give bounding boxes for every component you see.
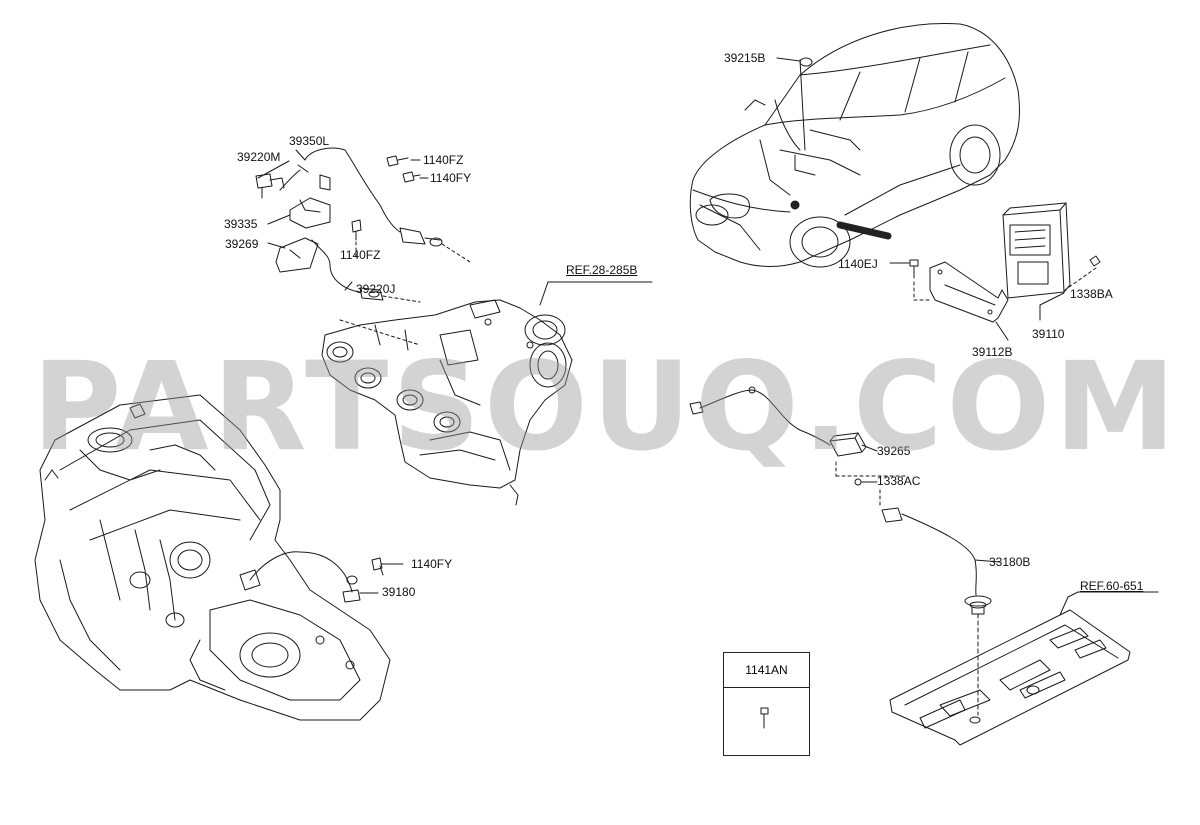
part-label-39215B[interactable]: 39215B — [724, 51, 766, 65]
legend-code: 1141AN — [724, 653, 809, 688]
part-label-39110[interactable]: 39110 — [1032, 327, 1065, 341]
ecu-module — [1002, 202, 1071, 299]
vehicle-illustration — [689, 23, 1020, 268]
sensor-39220J — [311, 239, 421, 303]
legend-box-1141AN[interactable]: 1141AN — [723, 652, 810, 756]
part-label-39265[interactable]: 39265 — [877, 444, 911, 458]
part-label-39220M[interactable]: 39220M — [237, 150, 281, 164]
legend-bolt-icon — [760, 707, 769, 729]
part-label-1140FY-upper[interactable]: 1140FY — [430, 171, 472, 185]
part-label-39335[interactable]: 39335 — [224, 217, 258, 231]
part-label-39112B[interactable]: 39112B — [972, 345, 1013, 359]
part-label-1140FY-lower[interactable]: 1140FY — [411, 557, 453, 571]
grommet-connector — [964, 595, 992, 615]
reference-link-exhaust[interactable]: REF.28-285B — [566, 263, 638, 277]
part-label-39220J[interactable]: 39220J — [356, 282, 396, 296]
sensor-39220M — [255, 173, 285, 199]
ecu-bracket — [929, 261, 1009, 323]
part-label-39180[interactable]: 39180 — [382, 585, 416, 599]
sensor-39180 — [249, 551, 361, 603]
part-label-1140EJ[interactable]: 1140EJ — [838, 257, 878, 271]
bracket-39269 — [275, 237, 319, 273]
floor-pan — [889, 609, 1131, 746]
part-label-39269[interactable]: 39269 — [225, 237, 259, 251]
part-label-1338AC[interactable]: 1338AC — [877, 474, 921, 488]
part-label-1338BA[interactable]: 1338BA — [1070, 287, 1113, 301]
part-label-1140FZ-upper[interactable]: 1140FZ — [423, 153, 464, 167]
part-label-33180B[interactable]: 33180B — [989, 555, 1031, 569]
leader-39215B — [776, 57, 801, 62]
engine-block — [34, 394, 391, 721]
sensor-39265 — [829, 432, 867, 457]
part-label-1140FZ-lower[interactable]: 1140FZ — [340, 248, 381, 262]
reference-link-floor[interactable]: REF.60-651 — [1080, 579, 1144, 593]
bracket-39335 — [289, 197, 331, 229]
part-label-39350L[interactable]: 39350L — [289, 134, 330, 148]
harness-39350L — [279, 147, 471, 263]
exhaust-manifold — [321, 299, 573, 506]
